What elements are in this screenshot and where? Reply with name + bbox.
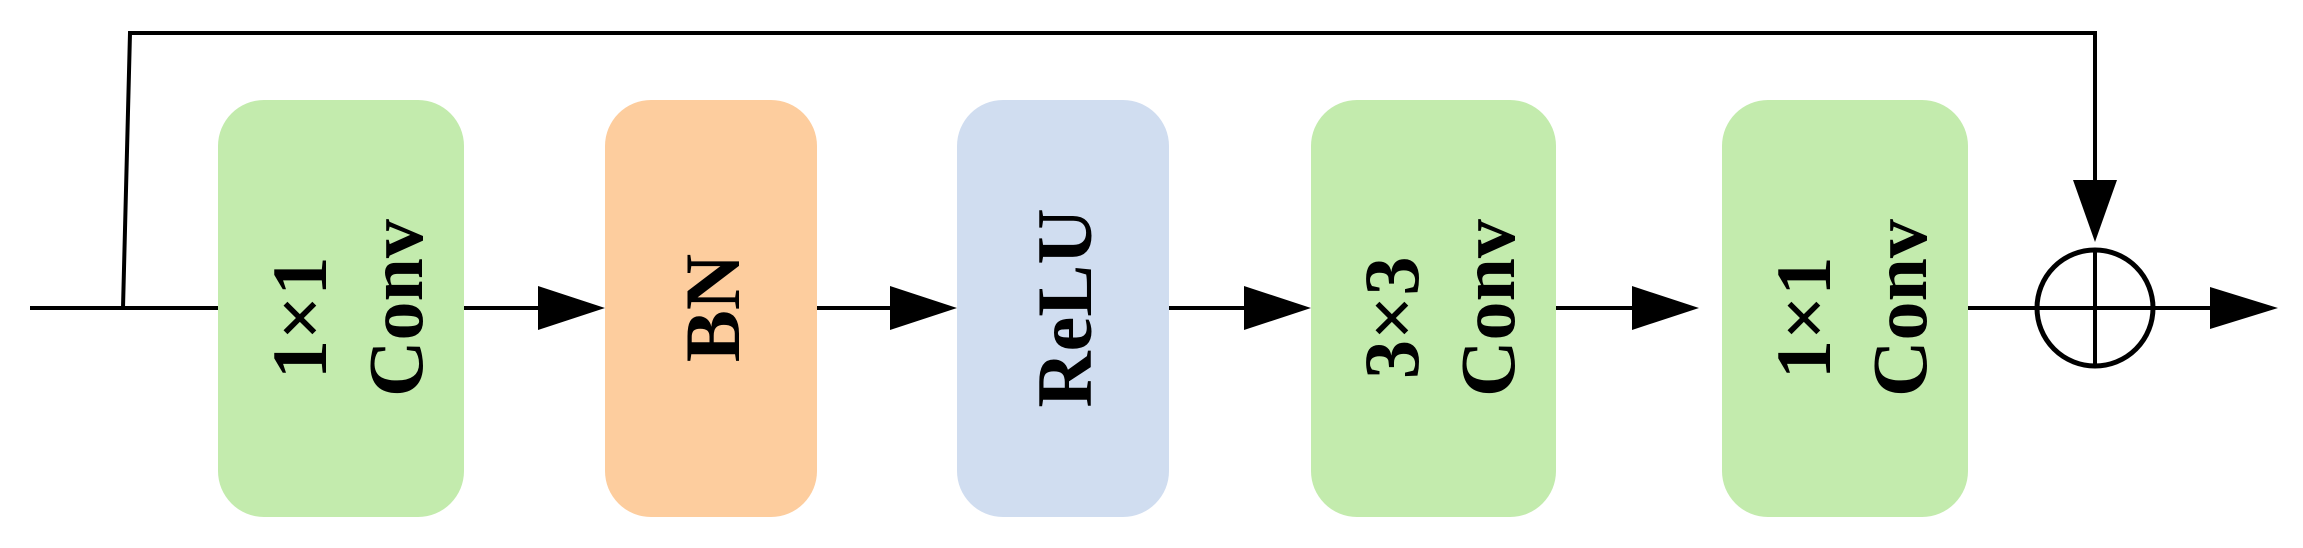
block-relu: ReLU: [957, 100, 1169, 517]
skip-arrowhead: [2073, 180, 2117, 242]
block-bn: BN: [605, 100, 817, 517]
block-label-line1: 3×3: [1348, 257, 1435, 379]
arrowhead-conv3-to-conv1b: [1632, 286, 1699, 330]
block-conv1x1-a: 1×1 Conv: [218, 100, 464, 517]
block-label: 3×3 Conv: [1348, 219, 1531, 397]
block-label: 1×1 Conv: [1760, 219, 1943, 397]
sum-node: [2034, 247, 2156, 369]
block-conv1x1-b: 1×1 Conv: [1722, 100, 1968, 517]
block-conv3x3: 3×3 Conv: [1311, 100, 1556, 517]
block-label-line1: 1×1: [256, 257, 343, 379]
block-label-line1: ReLU: [1021, 208, 1108, 407]
block-label: BN: [669, 254, 756, 362]
block-label-line2: Conv: [1444, 219, 1531, 397]
block-label-line1: 1×1: [1760, 257, 1847, 379]
arrowhead-conv1-to-bn: [538, 286, 605, 330]
block-label-line2: Conv: [1856, 219, 1943, 397]
block-label: ReLU: [1021, 208, 1108, 407]
skip-connection: [121, 31, 2097, 309]
block-label-line2: Conv: [352, 219, 439, 397]
output-arrowhead: [2210, 287, 2278, 329]
block-label-line1: BN: [669, 254, 756, 362]
arrowhead-relu-to-conv3: [1244, 286, 1311, 330]
block-label: 1×1 Conv: [256, 219, 439, 397]
arrowhead-bn-to-relu: [890, 286, 957, 330]
